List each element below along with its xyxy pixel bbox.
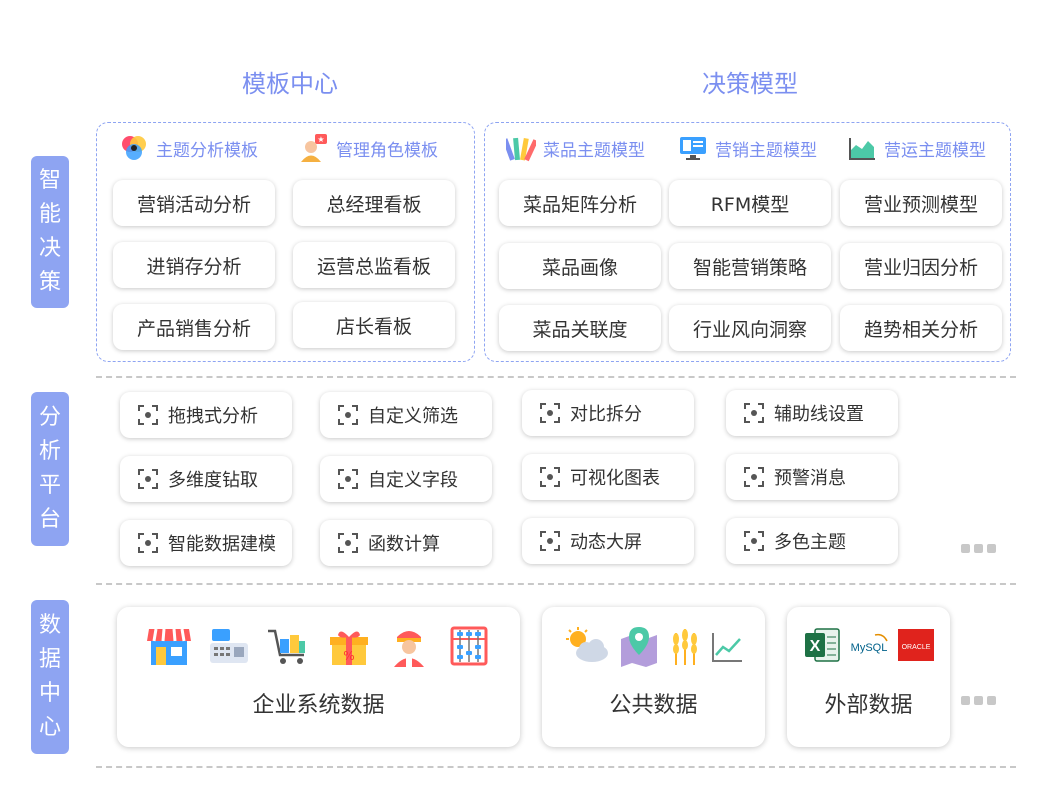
oracle-icon: ORACLE [897,625,935,665]
cash-register-icon [206,625,252,667]
external-icons: X MySQL ORACLE [787,625,950,665]
swatch-fan-icon [505,133,537,163]
chef-icon [386,625,432,667]
feature-card[interactable]: 预警消息 [726,454,898,500]
focus-frame-icon [338,405,358,425]
focus-frame-icon [338,469,358,489]
svg-text:ORACLE: ORACLE [901,644,930,651]
svg-text:%: % [343,649,354,663]
template-card[interactable]: 产品销售分析 [113,304,275,350]
feature-card[interactable]: 对比拆分 [522,390,694,436]
template-center-box [96,122,475,362]
model-card[interactable]: 趋势相关分析 [840,305,1002,351]
monitor-chart-icon [677,133,709,163]
feature-card[interactable]: 拖拽式分析 [120,392,292,438]
more-features-dots [961,544,996,553]
focus-frame-icon [744,403,764,423]
data-source-public[interactable]: 公共数据 [542,607,765,747]
model-card[interactable]: 营业归因分析 [840,243,1002,289]
enterprise-icons: % [117,625,520,667]
feature-card[interactable]: 动态大屏 [522,518,694,564]
feature-card[interactable]: 多色主题 [726,518,898,564]
wheat-icon [668,625,702,667]
side-label-smart-decision: 智 能 决 策 [31,156,69,308]
feature-card[interactable]: 智能数据建模 [120,520,292,566]
model-group-operations: 营运主题模型 [846,133,986,163]
focus-frame-icon [744,531,764,551]
color-circles-icon [118,133,150,163]
divider-line [96,376,1016,378]
public-icons [542,625,765,667]
svg-text:X: X [809,638,820,655]
more-sources-dots [961,696,996,705]
feature-card[interactable]: 自定义筛选 [320,392,492,438]
data-source-external[interactable]: X MySQL ORACLE 外部数据 [787,607,950,747]
model-group-dish: 菜品主题模型 [505,133,645,163]
divider-line [96,766,1016,768]
feature-card[interactable]: 可视化图表 [522,454,694,500]
focus-frame-icon [338,533,358,553]
focus-frame-icon [540,403,560,423]
focus-frame-icon [138,469,158,489]
model-card[interactable]: 智能营销策略 [669,243,831,289]
weather-icon [564,625,610,667]
gift-box-icon: % [326,625,372,667]
data-source-label: 企业系统数据 [252,693,385,718]
model-card[interactable]: RFM模型 [669,180,831,226]
template-card[interactable]: 运营总监看板 [293,242,455,288]
manager-avatar-icon: ★ [298,133,330,163]
template-card[interactable]: 进销存分析 [113,242,275,288]
model-card[interactable]: 菜品关联度 [499,305,661,351]
line-chart-icon [710,625,744,667]
excel-icon: X [803,625,841,665]
side-label-data-center: 数 据 中 心 [31,600,69,754]
focus-frame-icon [744,467,764,487]
feature-card[interactable]: 函数计算 [320,520,492,566]
data-source-label: 外部数据 [824,693,913,718]
storefront-icon [146,625,192,667]
side-label-analysis-platform: 分 析 平 台 [31,392,69,546]
template-group-theme-analysis: 主题分析模板 [118,133,258,163]
template-group-management-role: ★ 管理角色模板 [298,133,438,163]
area-chart-icon [846,133,878,163]
data-source-label: 公共数据 [609,693,698,718]
template-center-title: 模板中心 [242,70,338,98]
focus-frame-icon [540,531,560,551]
mysql-icon: MySQL [847,625,891,665]
model-card[interactable]: 营业预测模型 [840,180,1002,226]
template-card[interactable]: 总经理看板 [293,180,455,226]
feature-card[interactable]: 多维度钻取 [120,456,292,502]
focus-frame-icon [138,533,158,553]
shopping-cart-icon [266,625,312,667]
model-card[interactable]: 菜品画像 [499,243,661,289]
focus-frame-icon [540,467,560,487]
decision-model-title: 决策模型 [702,70,798,98]
feature-card[interactable]: 自定义字段 [320,456,492,502]
feature-card[interactable]: 辅助线设置 [726,390,898,436]
decision-model-box [484,122,1011,362]
template-card[interactable]: 店长看板 [293,302,455,348]
model-card[interactable]: 行业风向洞察 [669,305,831,351]
model-card[interactable]: 菜品矩阵分析 [499,180,661,226]
map-pin-icon [618,625,660,667]
template-card[interactable]: 营销活动分析 [113,180,275,226]
data-source-enterprise[interactable]: % 企业系统数据 [117,607,520,747]
divider-line [96,583,1016,585]
svg-text:MySQL: MySQL [850,642,887,654]
abacus-icon [446,625,492,667]
svg-text:★: ★ [317,135,324,144]
model-group-marketing: 营销主题模型 [677,133,817,163]
focus-frame-icon [138,405,158,425]
